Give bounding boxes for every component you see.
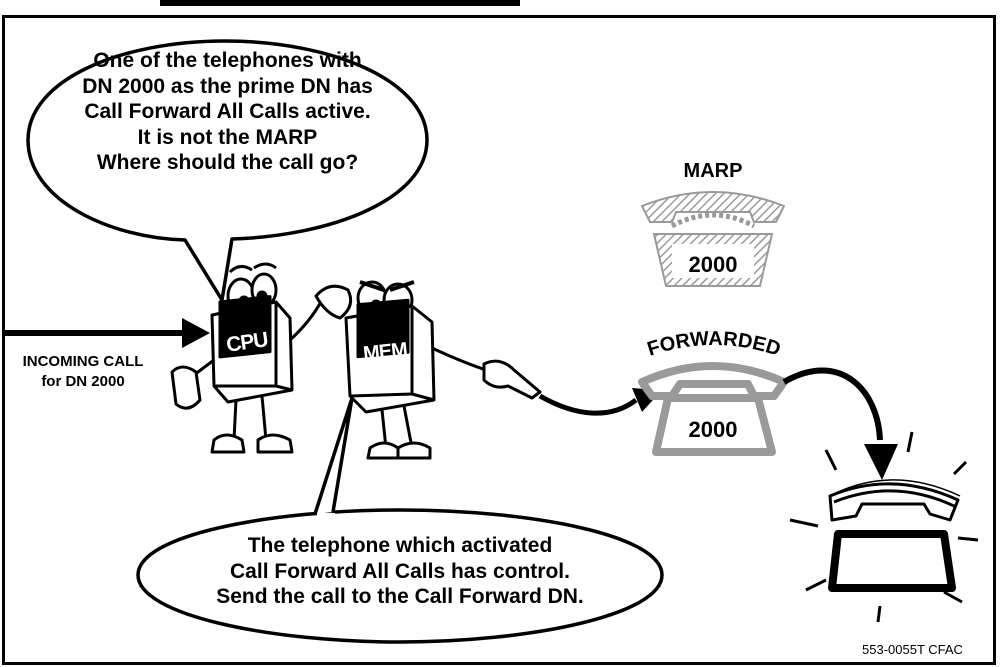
speech-top-line-1: One of the telephones with bbox=[93, 49, 362, 72]
marp-dn: 2000 bbox=[688, 252, 738, 277]
figure-reference: 553-0055T CFAC bbox=[862, 642, 963, 657]
call-path-to-forwarded bbox=[538, 388, 662, 416]
forwarded-dn: 2000 bbox=[688, 417, 738, 442]
incoming-line-2: for DN 2000 bbox=[41, 373, 125, 391]
speech-text-bottom: The telephone which activated Call Forwa… bbox=[155, 533, 645, 610]
diagram-frame bbox=[2, 15, 996, 665]
speech-bubble-bottom bbox=[136, 396, 664, 644]
forwarded-phone bbox=[638, 362, 788, 456]
header-remnant bbox=[160, 0, 520, 6]
marp-phone bbox=[640, 191, 786, 287]
incoming-line-1: INCOMING CALL bbox=[22, 353, 144, 370]
speech-bubble-top bbox=[26, 39, 429, 302]
speech-bottom-line-3: Send the call to the Call Forward DN. bbox=[216, 585, 584, 609]
ringing-phone bbox=[789, 431, 979, 623]
call-path-to-ringing bbox=[782, 367, 898, 480]
forwarded-label: FORWARDED bbox=[645, 328, 783, 361]
speech-top-line-3: Call Forward All Calls active. bbox=[84, 100, 371, 124]
marp-label: MARP bbox=[683, 160, 743, 182]
speech-top-line-5: Where should the call go? bbox=[96, 151, 359, 175]
speech-bottom-line-1: The telephone which activated bbox=[247, 534, 553, 557]
incoming-call-label: INCOMING CALL for DN 2000 bbox=[8, 352, 158, 393]
speech-text-top: One of the telephones with DN 2000 as th… bbox=[55, 48, 400, 176]
mem-character bbox=[344, 280, 542, 460]
forwarded-label-arc: FORWARDED bbox=[645, 328, 783, 361]
cpu-character bbox=[170, 262, 353, 454]
incoming-arrow bbox=[4, 318, 210, 348]
speech-bottom-line-2: Call Forward All Calls has control. bbox=[230, 559, 570, 583]
speech-top-line-4: It is not the MARP bbox=[137, 125, 318, 149]
speech-top-line-2: DN 2000 as the prime DN has bbox=[82, 74, 373, 98]
